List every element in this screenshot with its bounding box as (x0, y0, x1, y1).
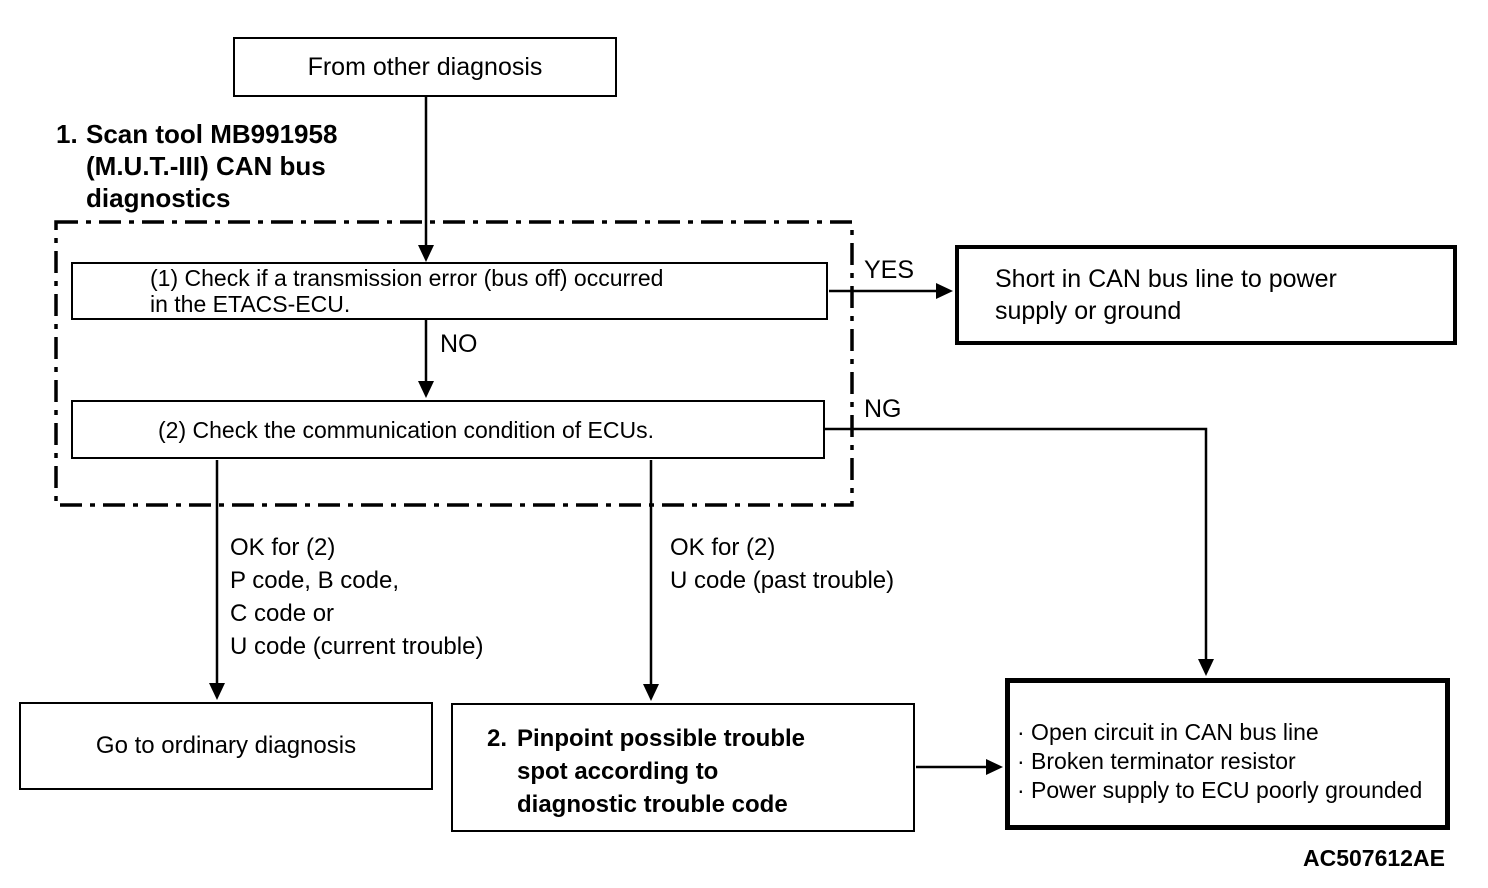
go-to-ordinary-diagnosis-label: Go to ordinary diagnosis (95, 732, 357, 759)
node-check-communication: (2) Check the communication condition of… (71, 400, 825, 459)
scan-tool-title-line: Scan tool MB991958 (86, 119, 338, 149)
possible-cause-item: · Open circuit in CAN bus line (1017, 718, 1319, 745)
edge-label-ng: NG (864, 395, 902, 423)
node-go-to-ordinary-diagnosis: Go to ordinary diagnosis (19, 702, 433, 790)
node-from-other-diagnosis: From other diagnosis (233, 37, 617, 97)
scan-tool-group-border (54, 220, 854, 507)
edge-label-yes: YES (864, 256, 915, 284)
ok-current-line: P code, B code, (230, 567, 400, 594)
pinpoint-number: 2. (487, 725, 508, 752)
arrowhead-causes-top (1198, 659, 1214, 676)
arrowhead-pinpoint (643, 684, 659, 701)
scan-tool-title-line: (M.U.T.-III) CAN bus (86, 151, 326, 181)
node-pinpoint-trouble-spot: 2. Pinpoint possible trouble spot accord… (451, 703, 915, 832)
pinpoint-line: Pinpoint possible trouble (517, 725, 805, 752)
check-transmission-line: (1) Check if a transmission error (bus o… (150, 265, 664, 291)
possible-cause-item: · Broken terminator resistor (1017, 747, 1296, 774)
node-check-transmission-error: (1) Check if a transmission error (bus o… (71, 262, 828, 320)
arrowhead-causes-left (986, 759, 1003, 775)
node-from-other-diagnosis-label: From other diagnosis (307, 52, 543, 81)
short-in-can-bus-line: Short in CAN bus line to power (995, 265, 1337, 293)
pinpoint-text: 2. Pinpoint possible trouble spot accord… (487, 722, 805, 821)
arrowhead-check2 (418, 381, 434, 398)
scan-tool-title-line: diagnostics (86, 183, 231, 213)
edge-label-ok-current: OK for (2) P code, B code, C code or U c… (230, 531, 483, 663)
short-in-can-bus-line: supply or ground (995, 297, 1182, 325)
check-communication-label: (2) Check the communication condition of… (158, 416, 654, 443)
ok-current-line: C code or (230, 600, 335, 627)
ok-current-line: OK for (2) (230, 534, 336, 561)
node-possible-causes: · Open circuit in CAN bus line · Broken … (1005, 678, 1450, 830)
arrowhead-go-ordinary (209, 683, 225, 700)
pinpoint-line: spot according to (517, 758, 719, 785)
scan-tool-title: 1. Scan tool MB991958 (M.U.T.-III) CAN b… (56, 118, 1488, 214)
arrowhead-check1 (418, 245, 434, 262)
check-transmission-line: in the ETACS-ECU. (150, 291, 351, 317)
ok-current-line: U code (current trouble) (230, 633, 484, 660)
possible-cause-item: · Power supply to ECU poorly grounded (1017, 776, 1423, 803)
ok-past-line: U code (past trouble) (670, 567, 895, 594)
arrowhead-short-box (936, 283, 953, 299)
ok-past-line: OK for (2) (670, 534, 776, 561)
pinpoint-line: diagnostic trouble code (517, 791, 788, 818)
edge-ng (825, 427, 1208, 660)
figure-code: AC507612AE (1303, 845, 1445, 871)
scan-tool-title-number: 1. (56, 119, 78, 149)
edge-label-no: NO (440, 330, 478, 358)
edge-label-ok-past: OK for (2) U code (past trouble) (670, 531, 894, 597)
node-short-in-can-bus: Short in CAN bus line to power supply or… (955, 245, 1457, 345)
